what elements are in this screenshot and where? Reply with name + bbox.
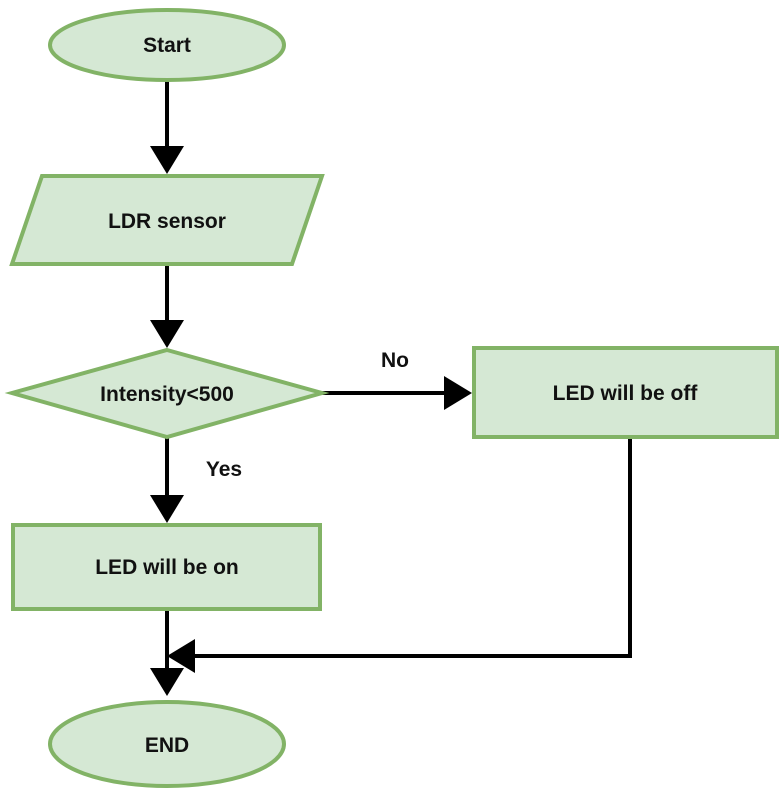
decision-diamond (4, 347, 330, 440)
start-ellipse (48, 8, 286, 82)
edge-label-no: No (381, 349, 409, 372)
edge-led-off-to-end (167, 438, 632, 673)
led-off-rectangle (472, 346, 779, 439)
edge-line (193, 438, 632, 658)
decision-node: Intensity<500 (4, 347, 330, 440)
led-on-label: LED will be on (95, 556, 239, 579)
end-node: END (48, 700, 286, 788)
end-label: END (145, 734, 189, 757)
arrowhead (444, 376, 472, 410)
led-on-rectangle (11, 523, 322, 611)
edge-start-to-input (150, 80, 184, 174)
input-parallelogram (9, 174, 325, 266)
input-label: LDR sensor (108, 210, 226, 233)
arrowhead (150, 146, 184, 174)
start-label: Start (143, 34, 191, 57)
led-off-node: LED will be off (472, 346, 779, 439)
arrowhead (150, 495, 184, 523)
start-node: Start (48, 8, 286, 82)
edge-label-yes: Yes (206, 458, 242, 481)
edge-decision-to-led-off (322, 376, 472, 410)
end-ellipse (48, 700, 286, 788)
decision-label: Intensity<500 (100, 383, 234, 406)
arrowhead (167, 639, 195, 673)
arrowhead (150, 668, 184, 696)
input-node: LDR sensor (9, 174, 325, 266)
edge-led-on-to-end (150, 609, 184, 696)
edge-decision-to-led-on (150, 437, 184, 523)
led-on-node: LED will be on (11, 523, 322, 611)
edge-input-to-decision (150, 264, 184, 348)
led-off-label: LED will be off (553, 382, 699, 405)
arrowhead (150, 320, 184, 348)
